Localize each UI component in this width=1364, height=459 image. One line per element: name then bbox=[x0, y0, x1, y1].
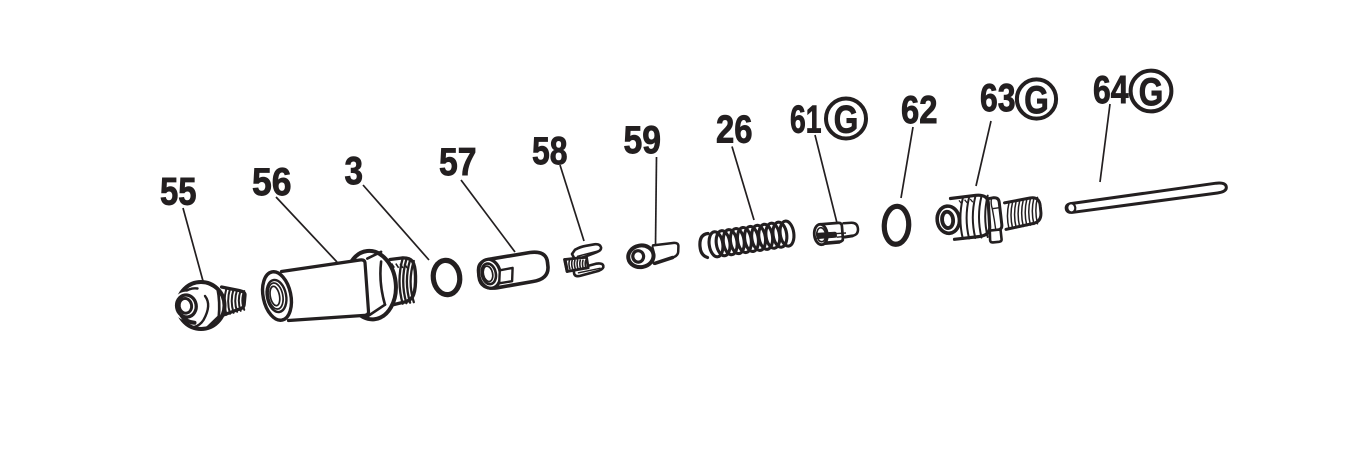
svg-text:62: 62 bbox=[901, 89, 938, 132]
svg-text:59: 59 bbox=[624, 119, 662, 162]
svg-text:55: 55 bbox=[160, 171, 197, 214]
svg-text:64: 64 bbox=[1093, 69, 1129, 112]
svg-text:57: 57 bbox=[439, 141, 477, 184]
svg-text:56: 56 bbox=[252, 161, 292, 204]
svg-text:63: 63 bbox=[980, 77, 1016, 120]
svg-text:58: 58 bbox=[532, 130, 568, 173]
svg-text:G: G bbox=[834, 99, 859, 142]
svg-text:3: 3 bbox=[345, 150, 364, 193]
svg-text:G: G bbox=[1139, 71, 1164, 114]
svg-text:61: 61 bbox=[790, 99, 822, 142]
svg-text:G: G bbox=[1024, 79, 1049, 122]
svg-text:26: 26 bbox=[716, 109, 753, 152]
